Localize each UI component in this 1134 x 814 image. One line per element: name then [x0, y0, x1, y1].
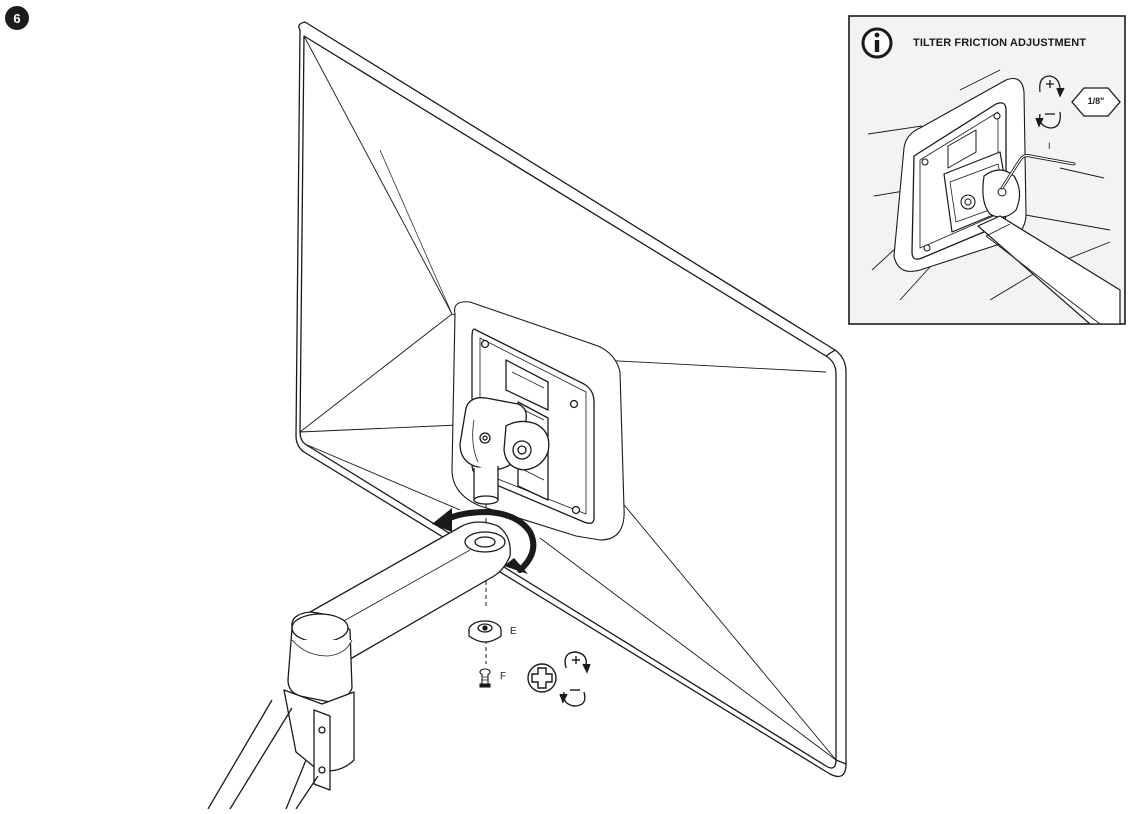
- screw-part-f: [479, 668, 491, 688]
- tilter-mechanism: [459, 397, 550, 505]
- step-number-badge: 6: [5, 6, 29, 30]
- part-label-e: E: [510, 626, 517, 637]
- monitor-arm: [207, 521, 511, 810]
- part-label-i: I: [1048, 141, 1051, 151]
- friction-adjustment-inset: [848, 15, 1126, 325]
- phillips-screwdriver-icon: [527, 663, 557, 693]
- tighten-clockwise-icon: [564, 651, 591, 674]
- part-label-f: F: [500, 671, 507, 682]
- cap-part-e: [468, 620, 502, 643]
- hex-key-size-label: 1/8": [1087, 96, 1105, 106]
- rotate-arrow-icon: [432, 508, 537, 574]
- loosen-counterclockwise-icon: [559, 689, 586, 707]
- step-number: 6: [13, 10, 21, 26]
- info-icon: [861, 27, 893, 59]
- inset-title: TILTER FRICTION ADJUSTMENT: [913, 37, 1087, 49]
